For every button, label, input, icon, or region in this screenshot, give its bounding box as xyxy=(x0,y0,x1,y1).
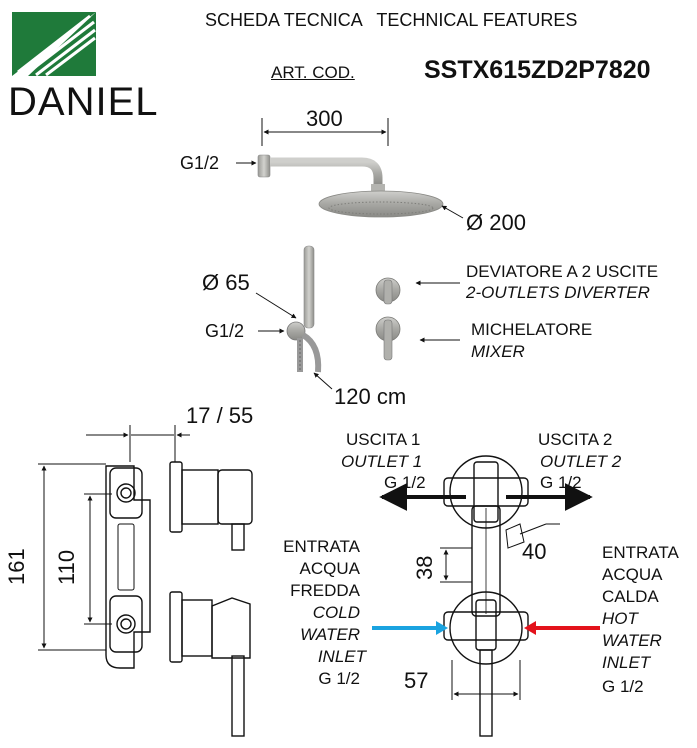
mixer-label-en: MIXER xyxy=(471,342,525,361)
dim-handshower-diameter: Ø 65 xyxy=(202,270,250,295)
mixer-label-it: MICHELATORE xyxy=(471,320,593,339)
art-code-label: ART. COD. xyxy=(271,63,355,82)
outlet2-label-it: USCITA 2 xyxy=(538,430,613,449)
hot-inlet-line-4: HOT xyxy=(602,609,638,628)
cold-inlet-line-7: G 1/2 xyxy=(318,669,360,688)
cold-inlet-line-2: ACQUA xyxy=(299,559,360,578)
shower-head-drawing xyxy=(257,154,444,218)
outlet2-label-en: OUTLET 2 xyxy=(540,452,622,471)
hot-inlet-line-5: WATER xyxy=(602,631,662,650)
dim-depth: 17 / 55 xyxy=(186,403,254,428)
dim-spacing: 38 xyxy=(412,555,437,580)
dim-handshower-thread: G1/2 xyxy=(205,321,245,341)
diverter-label-it: DEVIATORE A 2 USCITE xyxy=(466,262,659,281)
hot-inlet-line-2: ACQUA xyxy=(602,565,663,584)
brand-name: DANIEL xyxy=(8,80,159,124)
hot-inlet-line-7: G 1/2 xyxy=(602,677,644,696)
hot-inlet-line-1: ENTRATA xyxy=(602,543,679,562)
hot-inlet-line-6: INLET xyxy=(602,653,651,672)
outlet1-label-it: USCITA 1 xyxy=(346,430,421,449)
hot-inlet-line-3: CALDA xyxy=(602,587,659,606)
outlet2-thread: G 1/2 xyxy=(540,473,582,492)
hand-shower-drawing xyxy=(286,245,322,373)
mixer-icon xyxy=(375,316,401,361)
dim-width: 57 xyxy=(404,668,429,693)
outlet1-label-en: OUTLET 1 xyxy=(341,452,423,471)
diverter-icon xyxy=(375,277,401,305)
side-view-drawing xyxy=(105,461,253,737)
outlet1-thread: G 1/2 xyxy=(384,473,426,492)
dim-height-inner: 110 xyxy=(54,549,79,585)
cold-inlet-line-6: INLET xyxy=(317,647,366,666)
page-title: SCHEDA TECNICA TECHNICAL FEATURES xyxy=(205,10,578,30)
cold-inlet-line-3: FREDDA xyxy=(290,581,360,600)
dim-head-diameter: Ø 200 xyxy=(466,210,526,235)
dim-height-total: 161 xyxy=(4,548,29,585)
dim-arm-thread: G1/2 xyxy=(180,153,220,173)
cold-inlet-line-1: ENTRATA xyxy=(283,537,360,556)
art-code: SSTX615ZD2P7820 xyxy=(424,56,651,84)
daniel-logo-icon xyxy=(12,12,96,77)
cold-inlet-line-4: COLD xyxy=(312,603,360,622)
dim-offset: 40 xyxy=(522,539,547,564)
dim-arm-length: 300 xyxy=(306,106,343,131)
diverter-label-en: 2-OUTLETS DIVERTER xyxy=(466,283,650,302)
cold-inlet-line-5: WATER xyxy=(300,625,360,644)
dim-hose-length: 120 cm xyxy=(334,384,407,409)
